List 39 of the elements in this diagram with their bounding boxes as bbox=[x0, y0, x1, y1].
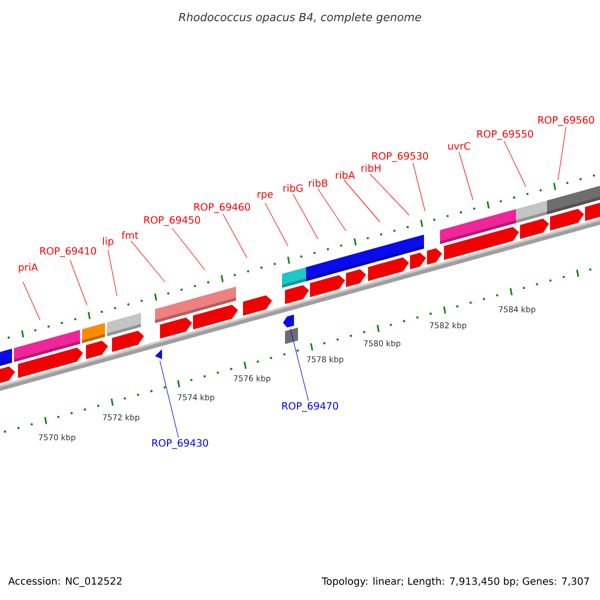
leader-line bbox=[264, 202, 288, 246]
leader-line bbox=[108, 250, 118, 296]
footer-text: Accession: NC_012522 bbox=[8, 577, 122, 587]
leader-line bbox=[290, 328, 309, 402]
gene-label: fmt bbox=[122, 231, 138, 239]
gene-label: ribA bbox=[336, 171, 355, 179]
gene-label: ROP_69430 bbox=[152, 439, 208, 449]
leader-line bbox=[292, 194, 318, 240]
title: Rhodococcus opacus B4, complete genome bbox=[178, 12, 422, 24]
gene-arrow bbox=[155, 349, 162, 360]
leader-line bbox=[160, 360, 179, 438]
gene-label: lip bbox=[103, 237, 114, 247]
leader-line bbox=[504, 140, 526, 188]
leader-line bbox=[70, 260, 88, 306]
gene-label: ROP_69410 bbox=[40, 247, 96, 257]
leader-line bbox=[130, 240, 166, 282]
leader-line bbox=[172, 228, 206, 270]
gene-label: uvrC bbox=[448, 142, 470, 150]
leader-line bbox=[318, 188, 346, 232]
gene-label: ribG bbox=[283, 184, 303, 192]
gene-arrow bbox=[283, 314, 294, 328]
gene-label: ROP_69530 bbox=[372, 152, 428, 162]
leader-line bbox=[412, 162, 426, 212]
leader-line bbox=[344, 180, 380, 222]
gene-label: ROP_69450 bbox=[144, 216, 200, 226]
gene-label: rpe bbox=[258, 192, 273, 200]
gene-label: ROP_69470 bbox=[282, 402, 338, 412]
leader-line bbox=[222, 214, 248, 258]
leader-line bbox=[370, 174, 410, 216]
leader-line bbox=[458, 152, 474, 200]
gene-label: ROP_69550 bbox=[477, 130, 534, 140]
footer-text: Topology: linear; Length: 7,913,450 bp; Genes: 7,307 bbox=[322, 577, 589, 587]
gene-label: ribB bbox=[308, 179, 328, 187]
gene-label: ribH bbox=[362, 164, 380, 172]
gene-label: ROP_69560 bbox=[538, 116, 594, 126]
gene-label: priA bbox=[18, 263, 38, 273]
gene-label: ROP_69460 bbox=[194, 203, 250, 213]
leader-line bbox=[22, 282, 40, 320]
leader-line bbox=[558, 126, 566, 180]
